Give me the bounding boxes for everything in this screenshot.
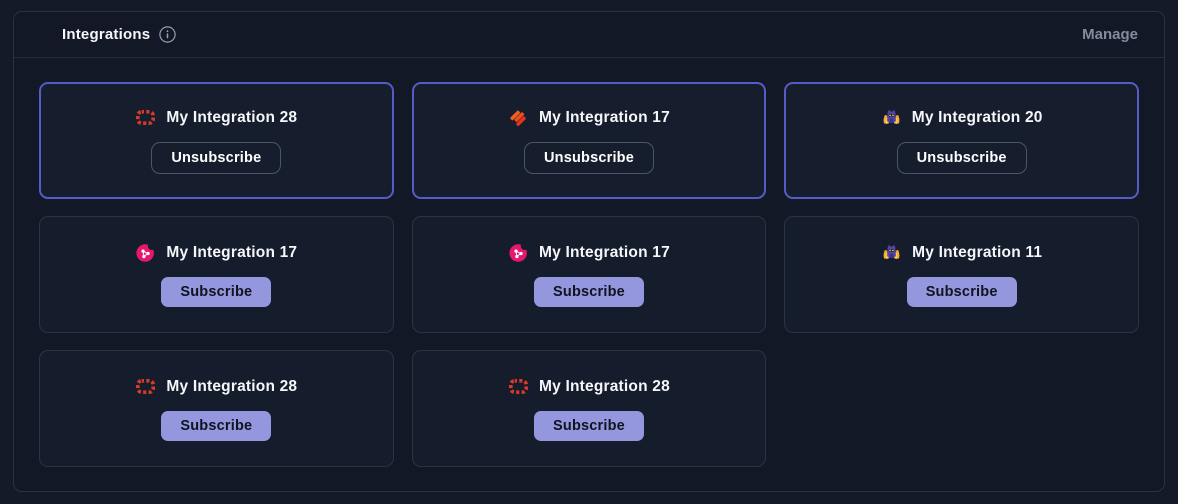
purple-mascot-icon: [881, 107, 902, 128]
integration-card: My Integration 17 Unsubscribe: [411, 82, 767, 199]
integration-card: My Integration 11 Subscribe: [784, 216, 1139, 333]
info-icon[interactable]: [159, 26, 176, 43]
card-title-row: My Integration 17: [135, 242, 297, 263]
card-title: My Integration 20: [911, 108, 1043, 126]
card-title: My Integration 28: [166, 108, 298, 126]
red-sprocket-icon: [135, 376, 156, 397]
subscribe-button[interactable]: Subscribe: [161, 277, 272, 307]
subscribe-button[interactable]: Subscribe: [161, 411, 272, 441]
integrations-grid: My Integration 28 Unsubscribe My Integra…: [14, 58, 1164, 491]
card-title-row: My Integration 28: [508, 376, 670, 397]
integrations-panel: Integrations Manage My Integration 28 Un…: [13, 11, 1165, 492]
unsubscribe-button[interactable]: Unsubscribe: [151, 142, 282, 174]
subscribe-button[interactable]: Subscribe: [534, 277, 644, 307]
card-title-row: My Integration 11: [881, 242, 1042, 263]
card-title: My Integration 11: [912, 243, 1043, 261]
integration-card: My Integration 28 Subscribe: [39, 350, 394, 467]
unsubscribe-button[interactable]: Unsubscribe: [523, 142, 654, 174]
card-title: My Integration 28: [166, 377, 298, 395]
purple-mascot-icon: [881, 242, 902, 263]
card-title-row: My Integration 17: [508, 242, 670, 263]
panel-header: Integrations Manage: [14, 12, 1164, 58]
panel-header-left: Integrations: [62, 26, 176, 43]
panel-title: Integrations: [62, 26, 151, 43]
card-title-row: My Integration 28: [135, 107, 297, 128]
integration-card: My Integration 17 Subscribe: [39, 216, 394, 333]
card-title: My Integration 17: [539, 243, 670, 261]
red-sprocket-icon: [135, 107, 156, 128]
card-title-row: My Integration 20: [881, 107, 1043, 128]
card-title-row: My Integration 17: [508, 107, 670, 128]
orange-stripes-icon: [508, 107, 529, 128]
integration-card: My Integration 20 Unsubscribe: [784, 82, 1139, 199]
card-title-row: My Integration 28: [135, 376, 297, 397]
integration-card: My Integration 28 Subscribe: [411, 350, 767, 467]
pink-share-icon: [135, 242, 157, 263]
red-sprocket-icon: [508, 376, 529, 397]
integration-card: My Integration 17 Subscribe: [411, 216, 767, 333]
subscribe-button[interactable]: Subscribe: [534, 411, 644, 441]
manage-link[interactable]: Manage: [1082, 26, 1138, 43]
card-title: My Integration 17: [539, 108, 670, 126]
pink-share-icon: [508, 242, 529, 263]
unsubscribe-button[interactable]: Unsubscribe: [896, 142, 1027, 174]
integration-card: My Integration 28 Unsubscribe: [39, 82, 394, 199]
card-title: My Integration 17: [166, 243, 298, 261]
subscribe-button[interactable]: Subscribe: [906, 277, 1017, 307]
card-title: My Integration 28: [539, 377, 670, 395]
